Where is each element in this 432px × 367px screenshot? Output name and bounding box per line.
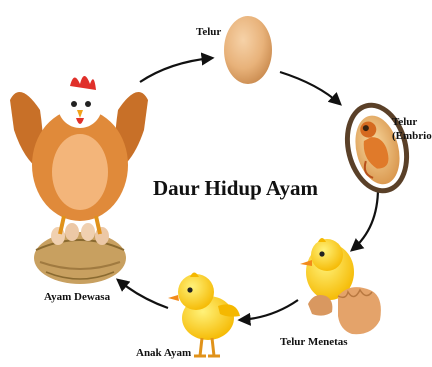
- label-embryo-line1: Telur: [392, 116, 417, 128]
- arrow-chick-to-adult: [118, 280, 168, 308]
- arrow-hatching-to-chick: [240, 300, 298, 320]
- nest-icon: [34, 223, 126, 284]
- diagram-title: Daur Hidup Ayam: [153, 176, 318, 200]
- arrow-embryo-to-hatching: [352, 188, 378, 250]
- arrow-adult-to-egg: [140, 58, 212, 82]
- embryo-egg-icon: [336, 96, 418, 200]
- hen-icon: [10, 76, 148, 234]
- label-embryo-line2: (Embrio): [392, 130, 432, 142]
- arrow-egg-to-embryo: [280, 72, 340, 104]
- chick-icon: [168, 273, 240, 357]
- label-hatching: Telur Menetas: [280, 336, 348, 348]
- label-adult: Ayam Dewasa: [44, 291, 111, 303]
- hatching-chick-icon: [300, 238, 381, 334]
- label-egg: Telur: [196, 26, 221, 38]
- label-chick: Anak Ayam: [136, 347, 191, 359]
- egg-icon: [224, 16, 272, 84]
